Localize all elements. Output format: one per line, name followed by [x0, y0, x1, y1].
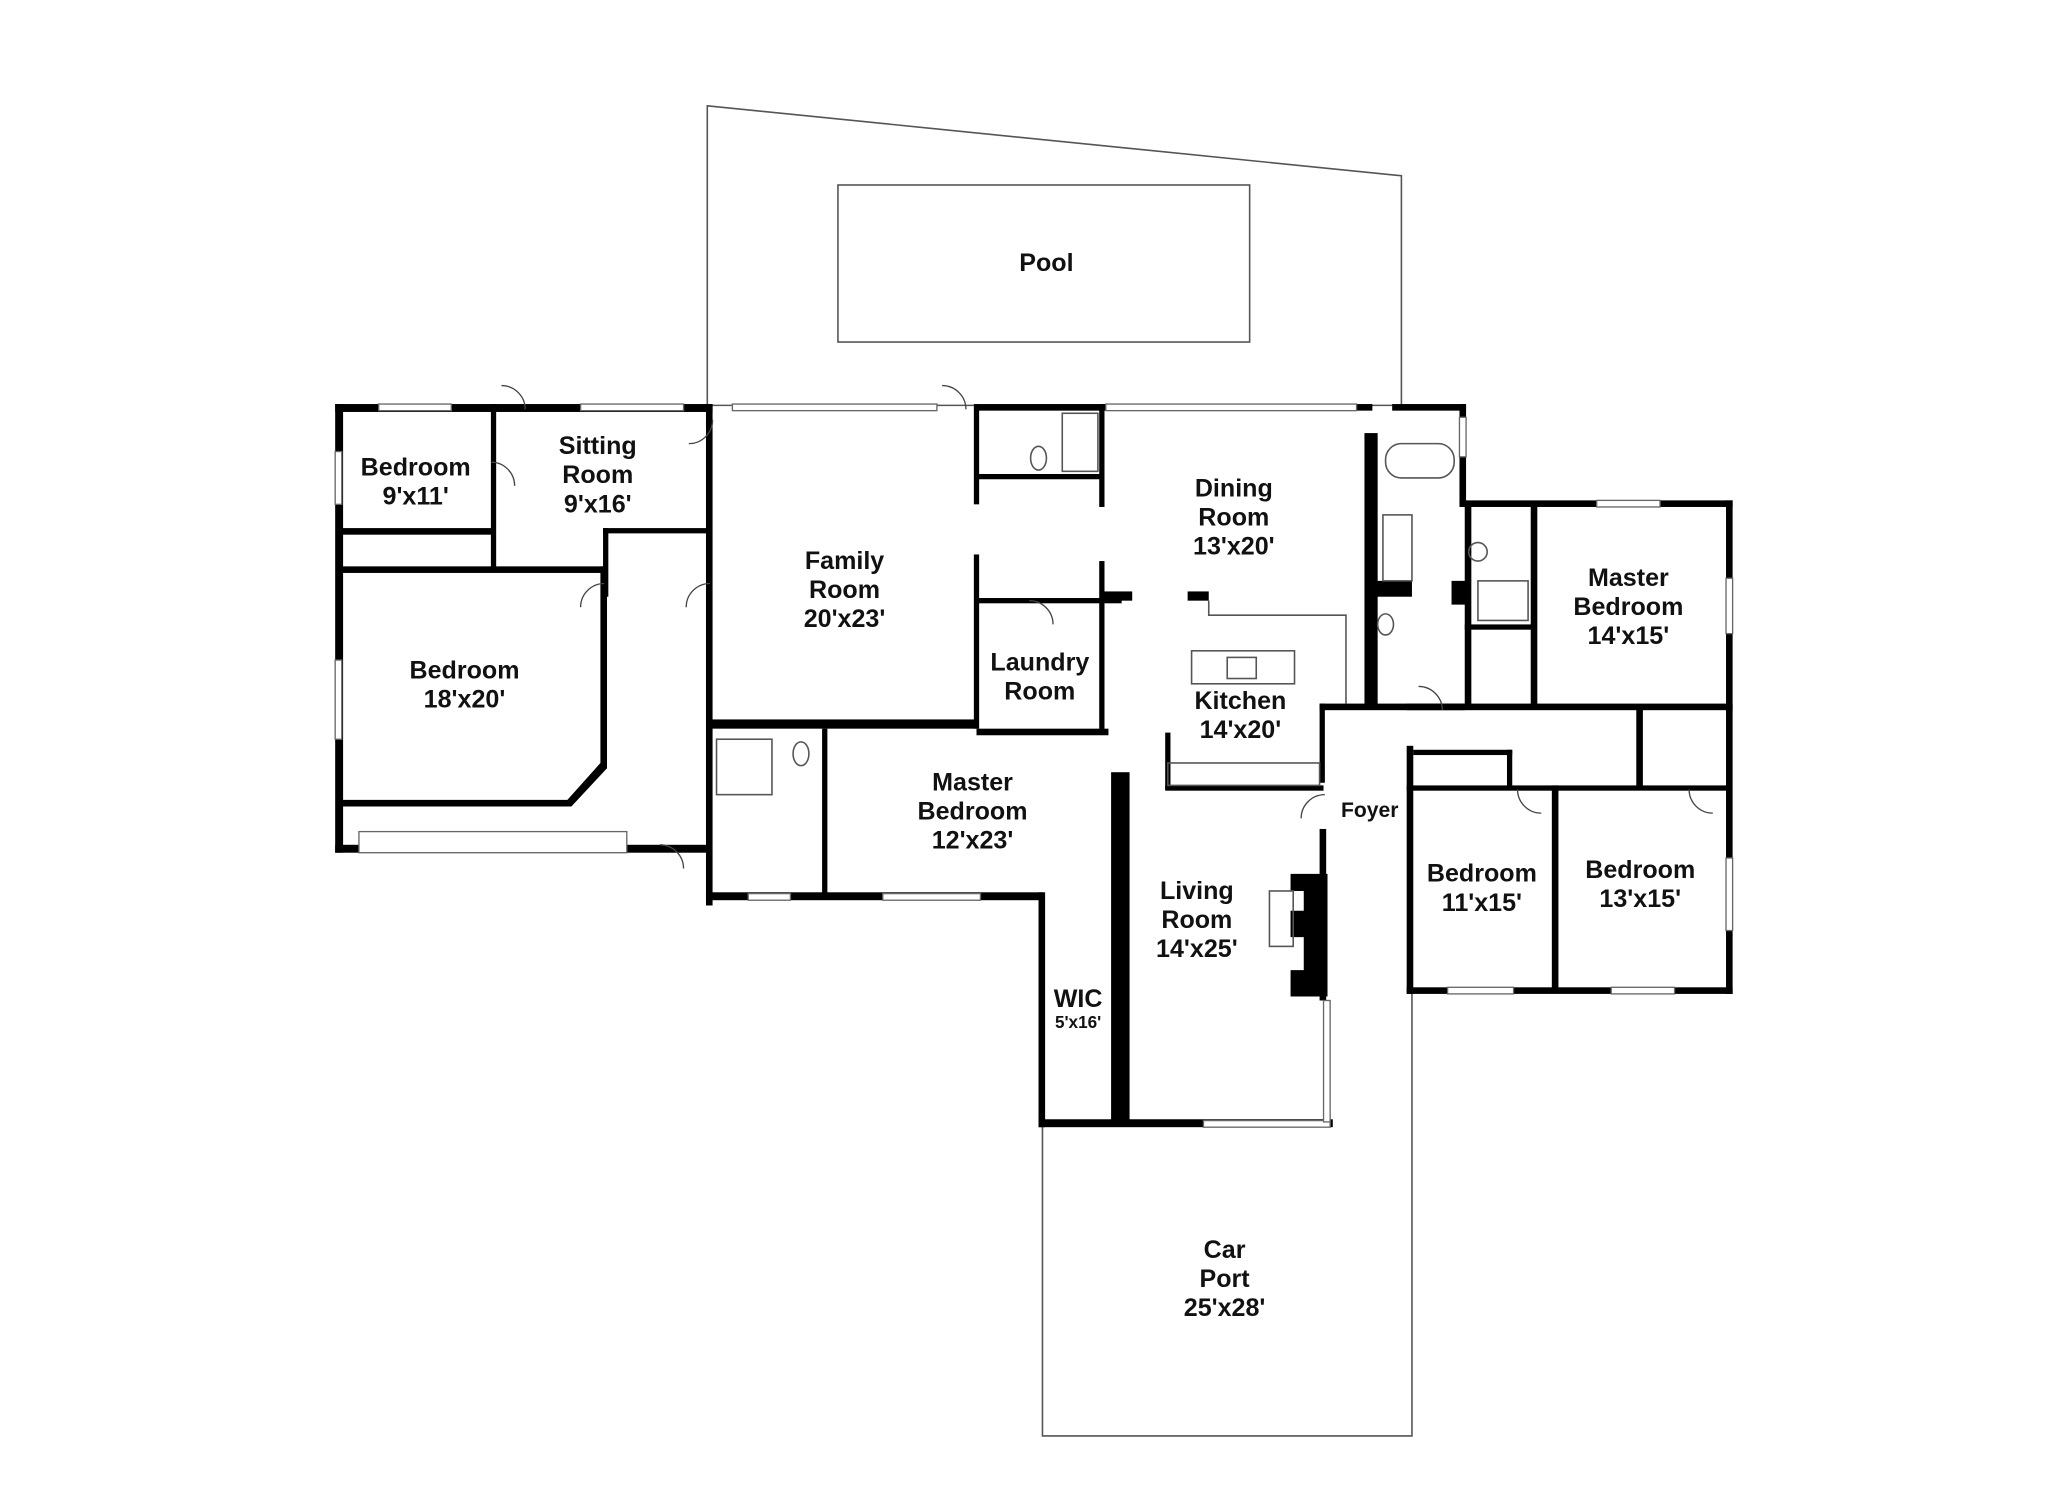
room-label-foyer: Foyer	[1341, 799, 1398, 822]
windows	[334, 403, 1734, 1128]
fixtures	[490, 384, 1713, 869]
walls	[335, 404, 1733, 1128]
room-label-pool: Pool	[1019, 249, 1073, 277]
car-port-outline	[1041, 992, 1413, 1437]
pool	[837, 184, 1251, 343]
